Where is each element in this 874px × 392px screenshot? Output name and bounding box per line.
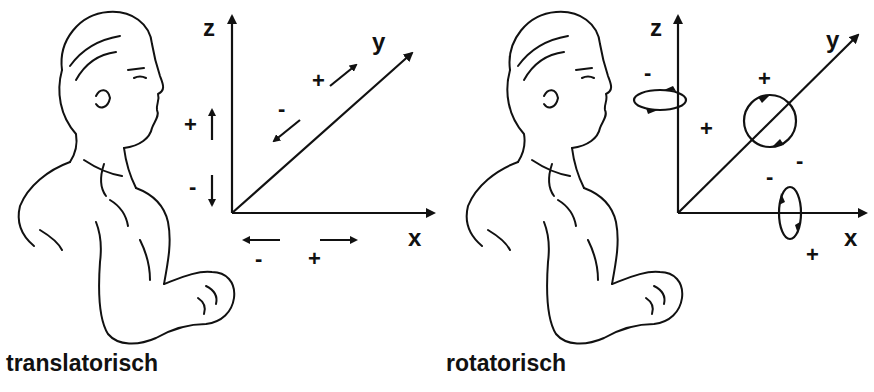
man-figure: [19, 12, 234, 344]
sign-label: +: [806, 244, 819, 266]
sign-label: -: [766, 166, 773, 188]
sign-label: -: [255, 248, 262, 270]
sign-label: +: [312, 70, 325, 92]
axis-letter: z: [650, 16, 662, 40]
axis-letter: y: [826, 28, 839, 52]
axes-rotatory: [634, 16, 866, 239]
axis-letter: y: [372, 30, 385, 54]
sign-label: -: [796, 150, 803, 172]
sign-label: +: [700, 118, 713, 140]
sign-label: -: [644, 62, 651, 84]
rotation-arrowheads: [646, 86, 800, 234]
sign-label: -: [189, 176, 196, 198]
sign-label: +: [758, 68, 771, 90]
axis-letter: x: [844, 226, 857, 250]
man-figure: [467, 12, 682, 344]
axis-letter: z: [203, 16, 215, 40]
sign-label: +: [308, 248, 321, 270]
caption-label: translatorisch: [6, 352, 158, 375]
sign-label: +: [184, 114, 197, 136]
axis-letter: x: [408, 226, 421, 250]
sign-label: -: [278, 98, 285, 120]
caption-label: rotatorisch: [446, 352, 566, 375]
axes-translatory: [212, 16, 434, 240]
